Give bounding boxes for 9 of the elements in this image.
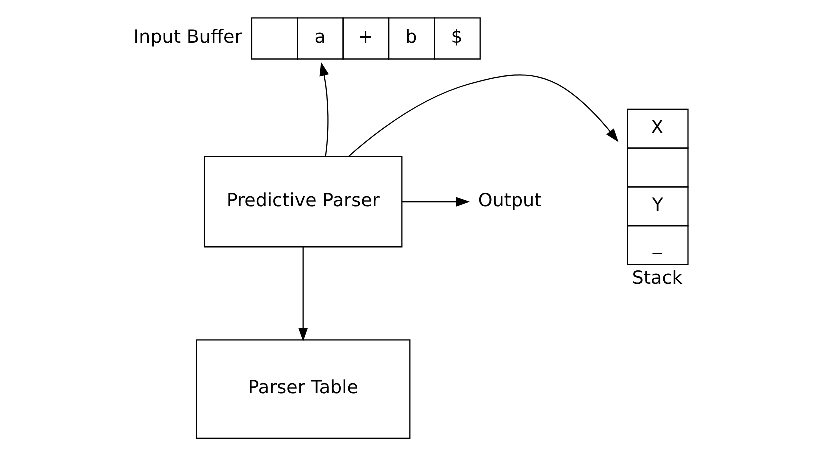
arrow	[348, 74, 619, 157]
arrow	[320, 62, 330, 156]
node-label: Input Buffer	[134, 26, 242, 48]
arrow	[298, 246, 308, 342]
node-text: Output	[478, 190, 542, 211]
node-label: Stack	[632, 268, 683, 289]
node-box: Predictive Parser	[204, 156, 403, 248]
arrow	[402, 196, 470, 206]
node-box: Parser Table	[196, 339, 411, 438]
